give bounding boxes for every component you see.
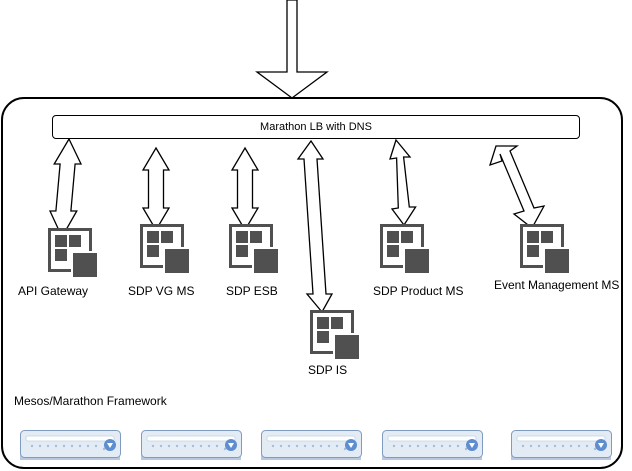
server-node-icon <box>20 430 121 460</box>
service-icon-event-management-ms <box>520 224 571 275</box>
load-balancer-box: Marathon LB with DNS <box>52 115 580 139</box>
service-icon-api-gateway <box>48 228 99 279</box>
double-arrow <box>488 145 546 229</box>
framework-label: Mesos/Marathon Framework <box>14 394 167 408</box>
server-node-icon <box>382 430 483 460</box>
service-icon-sdp-esb <box>229 224 280 275</box>
service-label-sdp-esb: SDP ESB <box>226 284 278 298</box>
service-label-event-management-ms: Event Management MS <box>494 278 620 292</box>
load-balancer-label: Marathon LB with DNS <box>260 121 372 133</box>
service-icon-sdp-is <box>310 310 361 361</box>
service-label-sdp-vg-ms: SDP VG MS <box>128 284 195 298</box>
service-icon-sdp-product-ms <box>380 224 431 275</box>
service-label-sdp-is: SDP IS <box>308 363 348 377</box>
service-label-api-gateway: API Gateway <box>18 284 89 298</box>
inbound-arrow <box>255 0 329 99</box>
server-node-icon <box>141 430 242 460</box>
server-node-icon <box>261 430 362 460</box>
connector-event-management-ms <box>488 145 546 229</box>
service-label-sdp-product-ms: SDP Product MS <box>373 284 464 298</box>
service-icon-sdp-vg-ms <box>140 224 191 275</box>
server-node-icon <box>511 430 612 460</box>
